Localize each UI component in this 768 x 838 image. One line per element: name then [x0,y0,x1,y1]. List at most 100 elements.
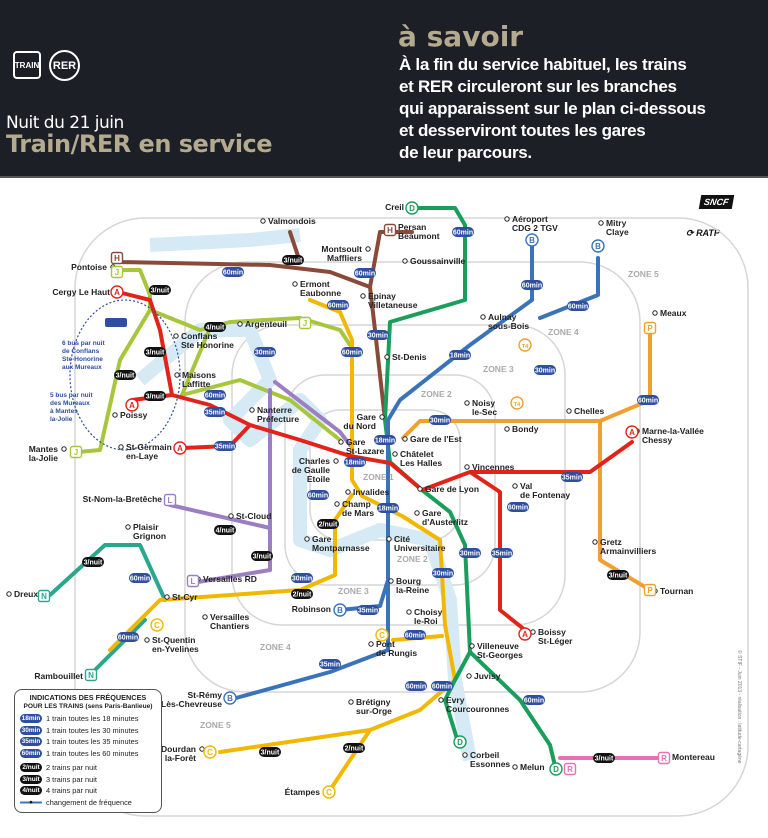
frequency-badge [251,551,273,561]
station-dot [414,510,420,516]
zone-4-boundary [184,261,641,693]
line-b-badge [525,233,539,247]
ratp-logo: ⟳ RATP [686,228,720,239]
line-c-badge [322,785,336,799]
frequency-badge-text: 30min [430,418,450,425]
station-dot [402,258,408,264]
station-dot [406,609,412,615]
station-label: Chantiers [210,621,249,631]
line-t4-badge [518,338,532,352]
station-label: de Mars [342,508,374,518]
frequency-badge [593,753,615,763]
frequency-badge-text: 35min [562,475,582,482]
station-dot [652,310,658,316]
station-dot [504,216,510,222]
station-label: Boissy [538,627,566,637]
frequency-badge [377,503,399,513]
station-label: Ste Honorine [181,340,234,350]
station-label: Charles [299,456,330,466]
station-label: Universitaire [394,543,446,553]
frequency-badge-text: 30min [368,333,388,340]
station-label: Corbeil [470,750,499,760]
copyright: © STIF - Juin 2013 - réalisation : latit… [736,650,742,764]
station-dot [173,333,179,339]
station-label: Champ [342,499,371,509]
station-label: St-Nom-la-Bretêche [83,494,163,504]
station-label: Bondy [512,424,539,434]
station-dot [144,637,150,643]
legend-row-change: ● changement de fréquence [20,797,156,809]
station-label: Brétigny [356,697,391,707]
station-label: Meaux [660,308,687,318]
info-line: qui apparaissent sur le plan ci-dessous [399,99,706,118]
station-label: Aéroport [512,214,548,224]
station-label: Robinson [292,604,331,614]
station-label: Gare de l'Est [410,434,462,444]
station-label: Préfecture [257,414,299,424]
line-a-badge [110,285,124,299]
station-label: Gare [422,508,442,518]
station-label: de Gaulle [292,465,331,475]
line-a-badge [518,627,532,641]
station-label: Rambouillet [34,671,83,681]
line-badge-letter: H [114,254,120,263]
line-p-badge [643,321,657,335]
line-t4-badge [510,396,524,410]
frequency-badge [327,300,349,310]
station-label: Nanterre [257,405,292,415]
line-badge-letter: R [661,754,667,763]
station-label: Argenteuil [245,319,287,329]
station-dot [566,408,572,414]
line-j-badge [69,445,83,459]
bus-note: 6 bus par nuit [62,340,105,347]
line-b-badge [333,603,347,617]
station-dot [464,464,470,470]
line-badge-letter: H [387,226,393,235]
header-subtitle: Nuit du 21 juin [6,113,124,133]
station-label: St-Cloud [236,511,271,521]
frequency-badge [449,350,471,360]
bus-note: 5 bus par nuit [50,392,93,399]
station-label: CDG 2 TGV [512,223,558,233]
station-label: Pont [376,639,395,649]
frequency-badge-text: 35min [320,662,340,669]
info-text: À la fin du service habituel, les trains… [399,54,759,164]
frequency-badge-text: 30min [433,571,453,578]
station-dot [333,458,339,464]
station-dot [228,513,234,519]
frequency-badge [204,322,226,332]
frequency-badge [144,347,166,357]
station-label: St-Quentin [152,635,195,645]
station-label: Noisy [472,398,495,408]
frequency-badge-text: 3/nuit [146,394,165,401]
frequency-badge-text: 3/nuit [146,350,165,357]
line-badge-letter: J [74,448,78,457]
frequency-badge-text: 2/nuit [345,746,364,753]
station-label: Aulnay [488,312,517,322]
frequency-badge [144,391,166,401]
station-label: Invalides [353,487,390,497]
frequency-badge-text: 60min [453,230,473,237]
station-label: St-Léger [538,636,573,646]
station-label: Val [520,481,532,491]
frequency-badge [341,347,363,357]
frequency-badge-text: 4/nuit [206,325,225,332]
frequency-badge [343,743,365,753]
station-label: Poissy [120,410,148,420]
station-label: la-Jolie [29,453,59,463]
legend-label: 1 train toutes les 60 minutes [46,748,139,758]
station-dot [388,578,394,584]
station-label: Marne-la-Vallée [642,426,704,436]
frequency-pill: 18min [20,714,42,724]
frequency-badge [357,605,379,615]
station-label: Conflans [181,331,218,341]
station-dot [379,414,385,420]
frequency-badge-text: 18min [375,438,395,445]
line-b-badge [223,691,237,705]
station-label: Mantes [29,444,59,454]
zone-5-boundary [74,217,749,817]
station-label: Gare [346,437,366,447]
